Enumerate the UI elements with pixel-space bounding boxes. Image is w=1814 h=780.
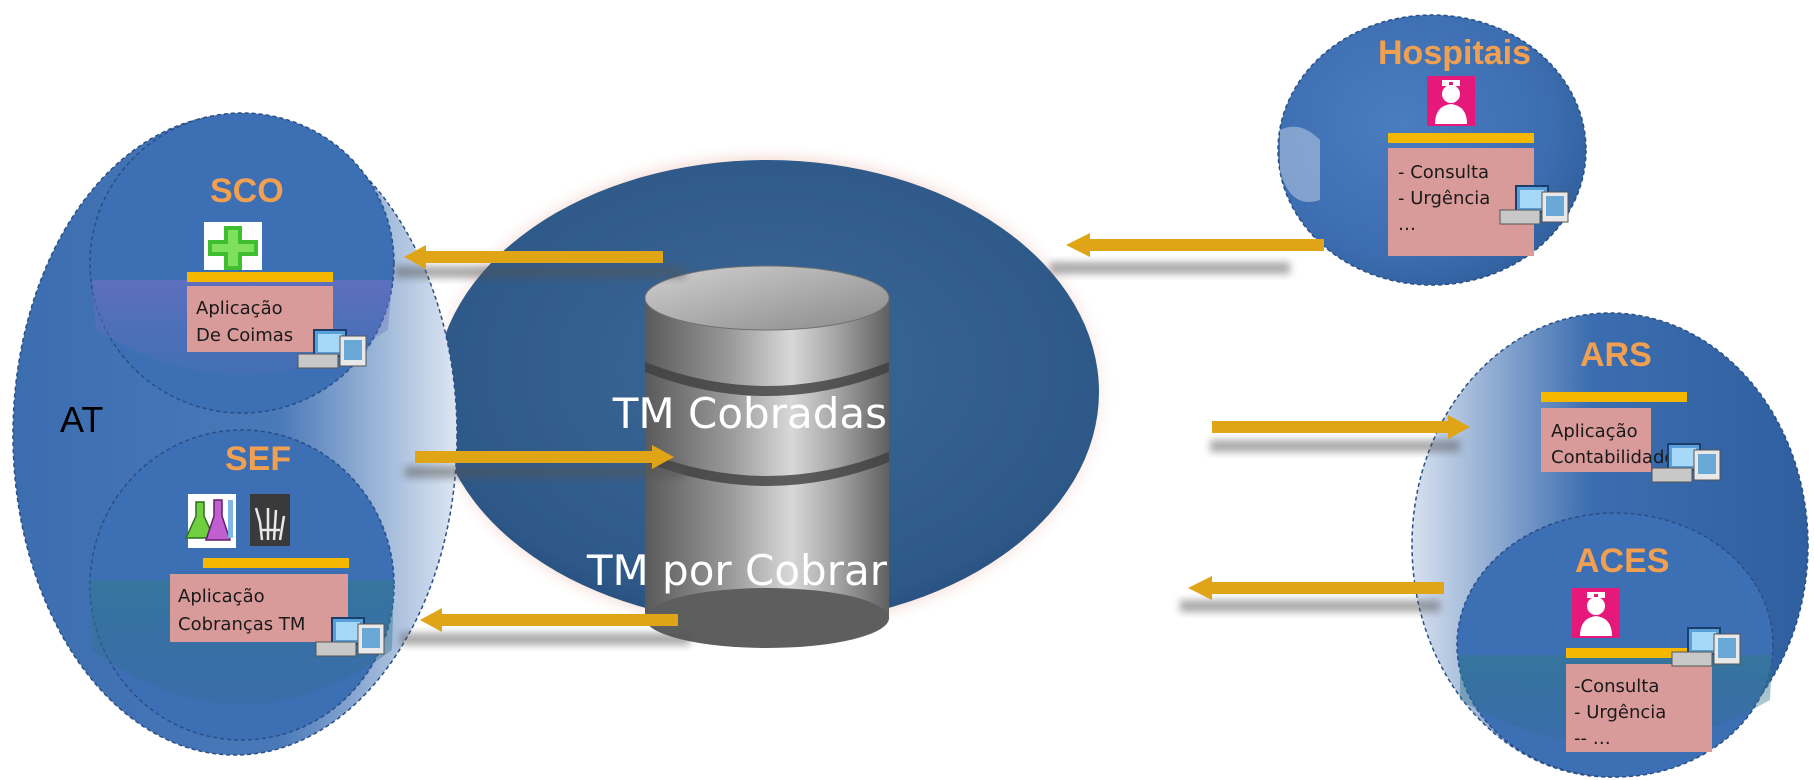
computer-icon — [1671, 627, 1741, 667]
hospitais-box-line-2: - Urgência — [1398, 188, 1490, 209]
sco-bar — [187, 272, 333, 282]
computer-icon — [1499, 185, 1569, 225]
central-repository: TM Cobradas TM por Cobrar — [417, 142, 1117, 648]
arrow-hospitais-to-central — [1050, 233, 1324, 274]
aces-box-line-3: -- … — [1574, 728, 1611, 749]
aces-node: ACES -Consulta - Urgência -- … — [1456, 512, 1774, 778]
ars-box — [1541, 408, 1651, 472]
aces-box — [1566, 664, 1712, 752]
hospitais-bar — [1388, 133, 1534, 143]
arrow-central-to-ars — [1210, 415, 1470, 452]
sef-box-line-2: Cobranças TM — [178, 614, 305, 635]
hospitais-node: Hospitais - Consulta - Urgência … — [1277, 14, 1587, 286]
sco-box — [187, 286, 333, 352]
db-label-cobradas: TM Cobradas — [612, 389, 887, 438]
lab-flasks-icon — [184, 494, 236, 548]
sco-box-line-1: Aplicação — [196, 298, 283, 319]
doctor-icon — [1572, 588, 1620, 638]
hospitais-box — [1388, 148, 1534, 256]
doctor-icon — [1427, 76, 1475, 126]
aces-title: ACES — [1575, 542, 1669, 580]
aces-box-line-1: -Consulta — [1574, 676, 1659, 697]
sef-box-line-1: Aplicação — [178, 586, 265, 607]
xray-hand-icon — [250, 494, 290, 546]
database-icon — [644, 265, 890, 648]
aces-bar — [1566, 648, 1712, 658]
ars-bar — [1541, 392, 1687, 402]
aces-box-line-2: - Urgência — [1574, 702, 1666, 723]
db-label-por-cobrar: TM por Cobrar — [586, 546, 888, 595]
at-label: AT — [60, 399, 103, 440]
hospitais-box-line-3: … — [1398, 214, 1416, 235]
sco-box-line-2: De Coimas — [196, 325, 293, 346]
ars-box-line-2: Contabilidade — [1551, 447, 1675, 468]
arrow-central-to-sco — [395, 245, 685, 278]
sco-node: SCO Aplicação De Coimas — [89, 112, 395, 414]
sef-title: SEF — [225, 440, 291, 478]
sef-node: SEF Aplicação Cobranças TM — [89, 429, 395, 741]
computer-icon — [297, 329, 367, 369]
computer-icon — [1651, 443, 1721, 483]
sef-bar — [203, 558, 349, 568]
arrow-sef-to-central — [405, 445, 685, 478]
sco-title: SCO — [210, 172, 284, 210]
sef-box — [170, 574, 348, 642]
arrow-aces-to-central — [1180, 576, 1444, 612]
green-cross-icon — [204, 222, 262, 270]
ars-title: ARS — [1580, 336, 1652, 374]
hospitais-title: Hospitais — [1378, 34, 1531, 72]
at-group: AT SCO Aplicação De Coimas — [12, 112, 458, 756]
arrow-central-to-sef — [400, 608, 690, 645]
ars-box-line-1: Aplicação — [1551, 421, 1638, 442]
computer-icon — [315, 617, 385, 657]
ars-group: ARS Aplicação Contabilidade ACES -Consul… — [1411, 312, 1809, 778]
hospitais-box-line-1: - Consulta — [1398, 162, 1489, 183]
